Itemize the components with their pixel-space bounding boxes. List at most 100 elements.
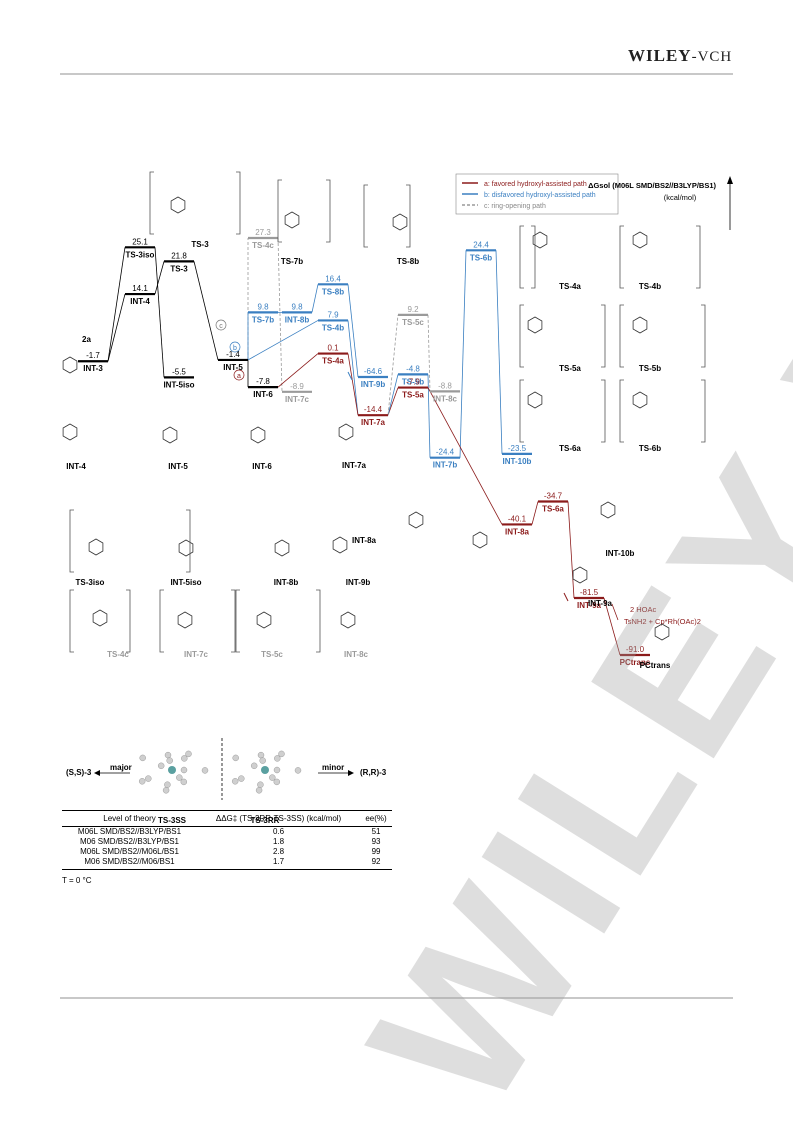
level-value: 7.9 (327, 310, 339, 319)
benzene-ring-glyph (472, 531, 488, 549)
connector-line (154, 261, 165, 295)
connector-line (247, 320, 319, 361)
release-line-2: TsNH2 + Cp*Rh(OAc)2 (624, 617, 701, 626)
structure-label: TS-8b (397, 257, 419, 266)
benzene-ring-glyph (62, 356, 78, 374)
level-label: INT-8b (285, 315, 310, 324)
structure-label: TS-4a (559, 282, 581, 291)
benzene-ring-glyph (62, 423, 78, 441)
structure-label: TS-6a (559, 444, 581, 453)
atom-sphere (259, 757, 266, 764)
structure-label: INT-5iso (170, 578, 201, 587)
th-level: Level of theory (62, 810, 198, 827)
level-label: INT-6 (253, 390, 273, 399)
th-ddg: ΔΔG‡ (TS-3RR-TS-3SS) (kcal/mol) (197, 810, 361, 827)
y-axis-arrowhead (727, 176, 733, 184)
ts-bracket-right (601, 379, 606, 443)
structure-label: TS-6b (639, 444, 661, 453)
ts-bracket-right (696, 225, 701, 289)
publisher-logo: WILEY-VCH (628, 46, 733, 65)
atom-sphere (185, 750, 192, 758)
path-marker-letter: a (237, 373, 241, 380)
level-label: TS-7b (252, 315, 274, 324)
ts-bracket-left (69, 509, 74, 573)
structure-label: PCtrans (640, 661, 671, 670)
release-line-1: 2 HOAc (630, 605, 657, 614)
structure-label: TS-5c (261, 650, 283, 659)
level-value: 27.3 (255, 228, 271, 237)
ts-bracket-right (231, 589, 236, 653)
cell-ddg: 0.6 (272, 827, 285, 836)
level-label: INT-8a (505, 527, 530, 536)
benzene-ring-glyph (600, 501, 616, 519)
structure-label: INT-9a (588, 599, 613, 608)
table-footnote: T = 0 °C (62, 876, 92, 885)
structure-label: TS-7b (281, 257, 303, 266)
ts-bracket-left (519, 304, 524, 368)
table-row: M06L SMD/BS2//M06L/BS1 2.8 99 (62, 847, 392, 857)
y-axis-label: ΔGsol (M06L SMD/BS2//B3LYP/BS1) (588, 181, 716, 190)
ts-bracket-left (619, 379, 624, 443)
atom-sphere (250, 762, 258, 769)
structure-label: INT-8b (274, 578, 299, 587)
connector-line (347, 320, 359, 416)
footer-rule (60, 997, 733, 999)
benzene-ring-glyph (332, 536, 348, 554)
connector-line (387, 314, 399, 416)
atom-sphere (257, 751, 265, 759)
atom-sphere (273, 766, 281, 774)
header-rule (60, 73, 733, 75)
legend-box (455, 173, 619, 215)
benzene-ring-glyph (284, 211, 300, 229)
benzene-ring-glyph (162, 426, 178, 444)
structure-label: INT-10b (606, 549, 635, 558)
benzene-ring-glyph (572, 566, 588, 584)
cell-ddg: 2.8 (272, 847, 285, 856)
atom-sphere (274, 755, 281, 762)
level-value: 0.1 (327, 344, 339, 353)
level-value: -64.6 (364, 367, 383, 376)
benzene-ring-glyph (654, 623, 670, 641)
cell-level: M06 SMD/BS2//M06/BS1 (62, 857, 198, 870)
structure-label: TS-4b (639, 282, 661, 291)
structure-label: INT-8c (344, 650, 369, 659)
atom-sphere (145, 775, 152, 782)
cell-level: M06 SMD/BS2//B3LYP/BS1 (80, 837, 180, 846)
atom-sphere (180, 778, 188, 786)
rh-atom (261, 766, 269, 774)
ts-bracket-right (236, 171, 241, 235)
level-label: TS-4b (322, 323, 344, 332)
connector-line (277, 353, 319, 388)
ts-bracket-left (619, 304, 624, 368)
level-label: TS-3iso (126, 250, 155, 259)
level-label: INT-7b (433, 461, 458, 470)
connector-line (277, 237, 283, 392)
level-value: -7.8 (256, 377, 270, 386)
theory-table-header: Level of theory ΔΔG‡ (TS-3RR-TS-3SS) (kc… (62, 810, 392, 827)
ts-bracket-right (316, 589, 321, 653)
ts-bracket-left (519, 379, 524, 443)
cell-ee: 99 (371, 847, 381, 856)
atom-sphere (166, 757, 173, 764)
level-label: INT-4 (130, 297, 150, 306)
benzene-ring-glyph (170, 196, 186, 214)
cell-level: M06L SMD/BS2//M06L/BS1 (80, 847, 179, 856)
path-marker-circle (233, 369, 245, 381)
left-arrowhead (94, 770, 100, 776)
atom-sphere (164, 751, 172, 759)
cell-ee: 93 (371, 837, 381, 846)
ts-bracket-left (69, 589, 74, 653)
left-word: major (110, 763, 132, 772)
atom-sphere (257, 781, 264, 788)
benzene-ring-glyph (408, 511, 424, 529)
level-label: TS-5b (402, 377, 424, 386)
level-value: 25.1 (132, 237, 148, 246)
level-label: INT-8c (433, 394, 458, 403)
benzene-ring-glyph (532, 231, 548, 249)
level-value: -34.7 (544, 491, 563, 500)
legend-entry: a: favored hydroxyl-assisted path (484, 181, 587, 188)
structure-label: INT-6 (252, 462, 272, 471)
